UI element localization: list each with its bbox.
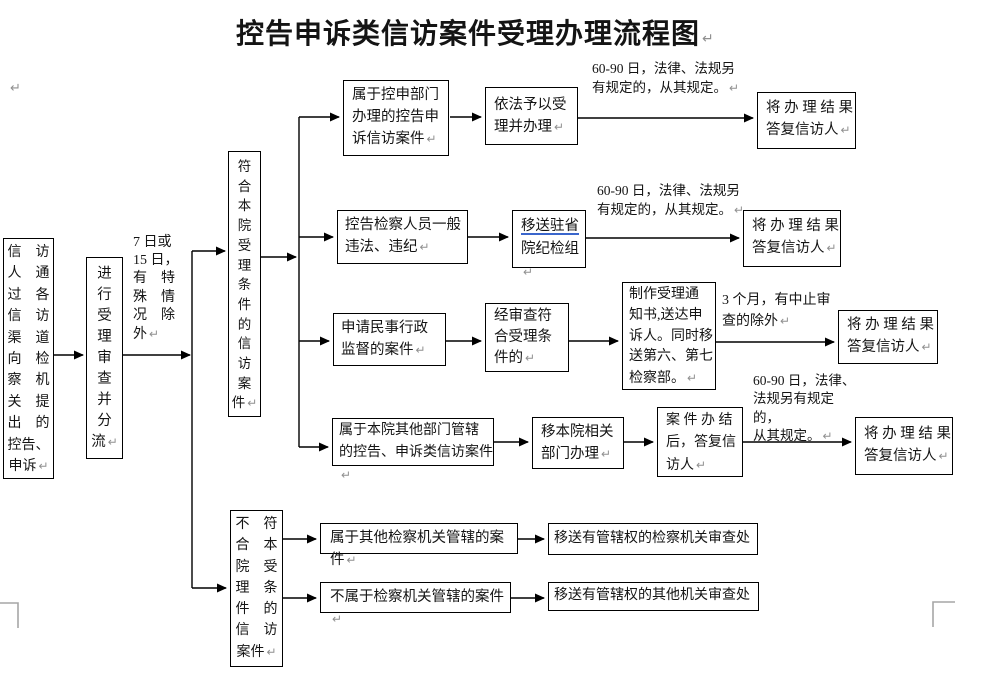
node-text: 属于控申部门 办理的控告申 诉信访案件 [352, 87, 439, 147]
node-text: 将 办 理 结 果 答复信访人 [864, 426, 951, 464]
node-text: 移送有管辖权的检察机关审查处 [554, 531, 750, 546]
node-text: 进 行 受 理 审 查 并 分 流 [91, 266, 112, 450]
node-branch2-reply: 将 办 理 结 果 答复信访人↵ [743, 210, 841, 267]
connector-lines [53, 112, 852, 603]
node-text: 符 合 本 院 受 理 条 件 的 信 访 案 件 [231, 159, 252, 411]
node-branch3-reply: 将 办 理 结 果 答复信访人↵ [838, 310, 938, 364]
node-text: 经审查符 合受理条 件的 [494, 308, 552, 366]
node-branch1-accept: 依法予以受 理并办理↵ [485, 87, 578, 145]
node-text: 属于本院其他部门管辖 的控告、申诉类信访案件 [339, 423, 493, 460]
node-review: 进 行 受 理 审 查 并 分 流↵ [86, 257, 123, 459]
page-title: 控告申诉类信访案件受理办理流程图↵ [236, 12, 714, 52]
node-branch3-case: 申请民事行政 监督的案件↵ [333, 313, 446, 366]
corner-mark [932, 601, 955, 627]
node-branch2-case: 控告检察人员一般 违法、违纪↵ [337, 210, 468, 264]
text-boundary-marks [0, 601, 955, 628]
paragraph-mark: ↵ [525, 351, 536, 365]
node-text: 将 办 理 结 果 答复信访人 [752, 218, 839, 256]
node-text: 属于其他检察机关管辖的案件 [330, 530, 504, 568]
paragraph-mark: ↵ [822, 428, 833, 443]
node-source: 信 访 人 通 过 各 信 访 渠 道 向 检 察 机 关 提 出 的 控告、 … [3, 238, 54, 479]
node-not-qualified: 不 符 合 本 院 受 理 条 件 的 信 访 案件↵ [230, 510, 283, 667]
node-text: 不属于检察机关管辖的案件 [330, 589, 504, 605]
node-text: 信 访 人 通 过 各 信 访 渠 道 向 检 察 机 关 提 出 的 控告、 … [7, 245, 50, 475]
node-branch5-transfer: 移送有管辖权的检察机关审查处 [548, 523, 758, 555]
paragraph-mark: ↵ [346, 553, 357, 567]
node-branch4-reply: 将 办 理 结 果 答复信访人↵ [855, 417, 953, 475]
paragraph-mark: ↵ [601, 447, 612, 461]
label-branch2-deadline: 60-90 日，法律、法规另 有规定的，从其规定。↵ [597, 182, 747, 219]
paragraph-mark: ↵ [938, 449, 949, 463]
paragraph-mark: ↵ [10, 80, 21, 95]
paragraph-mark: ↵ [826, 241, 837, 255]
node-text: 不 符 合 本 院 受 理 条 件 的 信 访 案件 [235, 517, 278, 660]
node-branch6-transfer: 移送有管辖权的其他机关审查处 [548, 582, 759, 611]
paragraph-mark: ↵ [696, 458, 707, 472]
node-text: 申请民事行政 监督的案件 [341, 320, 428, 358]
node-branch4-transfer: 移本院相关 部门办理↵ [532, 417, 624, 469]
paragraph-mark: ↵ [921, 340, 932, 354]
node-text: 移送有管辖权的其他机关审查处 [554, 588, 750, 603]
node-branch6-case: 不属于检察机关管辖的案件 ↵ [320, 582, 511, 626]
paragraph-mark: ↵ [523, 265, 534, 279]
paragraph-mark: ↵ [332, 612, 343, 626]
label-text: 60-90 日，法律、法规另 有规定的，从其规定。 [597, 183, 740, 217]
paragraph-mark: ↵ [426, 132, 437, 146]
node-branch3-notice: 制作受理通 知书,送达申 诉人。同时移 送第六、第七 检察部。↵ [622, 282, 716, 390]
node-branch3-review: 经审查符 合受理条 件的↵ [485, 303, 569, 372]
corner-mark [0, 602, 19, 628]
label-branch1-deadline: 60-90 日，法律、法规另 有规定的，从其规定。↵ [592, 60, 744, 97]
paragraph-mark: ↵ [419, 240, 430, 254]
label-branch3-deadline: 3 个月，有中止审 查的除外↵ [722, 291, 836, 332]
node-branch5-case: 属于其他检察机关管辖的案件↵ [320, 523, 518, 568]
paragraph-mark: ↵ [38, 459, 49, 474]
node-text: 案 件 办 结 后，答复信 访人 [666, 413, 736, 473]
paragraph-mark: ↵ [687, 371, 698, 386]
page-title-text: 控告申诉类信访案件受理办理流程图 [236, 19, 701, 50]
label-text: 60-90 日，法律、法规另 有规定的，从其规定。 [592, 61, 735, 95]
label-text: 3 个月，有中止审 查的除外 [722, 293, 831, 329]
node-branch4-closed: 案 件 办 结 后，答复信 访人↵ [657, 407, 743, 477]
node-text: 制作受理通 知书,送达申 诉人。同时移 送第六、第七 检察部。 [629, 287, 713, 387]
label-branch4-deadline: 60-90 日，法律、 法规另有规定的， 从其规定。↵ [753, 372, 859, 445]
label-review-duration: 7 日或 15 日， 有 特 殊 情 况 除 外↵ [133, 234, 197, 344]
node-text: 将 办 理 结 果 答复信访人 [847, 317, 934, 355]
node-text: 控告检察人员一般 违法、违纪 [345, 217, 461, 255]
paragraph-mark: ↵ [734, 202, 745, 217]
label-text: 7 日或 15 日， 有 特 殊 情 况 除 外 [133, 235, 179, 343]
paragraph-mark: ↵ [780, 314, 791, 328]
node-branch1-case: 属于控申部门 办理的控告申 诉信访案件↵ [343, 80, 449, 156]
paragraph-mark: ↵ [247, 396, 258, 411]
node-branch1-reply: 将 办 理 结 果 答复信访人↵ [757, 92, 856, 149]
label-text: 60-90 日，法律、 法规另有规定的， 从其规定。 [753, 373, 856, 443]
node-qualified: 符 合 本 院 受 理 条 件 的 信 访 案 件↵ [228, 151, 261, 417]
paragraph-mark: ↵ [840, 123, 851, 137]
paragraph-mark: ↵ [149, 327, 160, 342]
paragraph-mark: ↵ [729, 80, 740, 95]
paragraph-mark: ↵ [415, 343, 426, 357]
node-text-underlined: 移送驻省 [521, 218, 579, 234]
node-text: 将 办 理 结 果 答复信访人 [766, 100, 853, 138]
paragraph-mark: ↵ [107, 435, 118, 449]
node-text: 依法予以受 理并办理 [494, 97, 567, 135]
node-text: 移本院相关 部门办理 [541, 424, 614, 462]
paragraph-mark: ↵ [266, 644, 277, 659]
paragraph-mark: ↵ [341, 468, 352, 482]
node-branch4-case: 属于本院其他部门管辖 的控告、申诉类信访案件 ↵ [332, 418, 494, 482]
node-branch2-transfer: 移送驻省院纪检组 ↵ [512, 210, 586, 279]
paragraph-mark: ↵ [702, 32, 715, 47]
node-text: 院纪检组 [521, 241, 579, 257]
paragraph-mark: ↵ [554, 120, 565, 134]
